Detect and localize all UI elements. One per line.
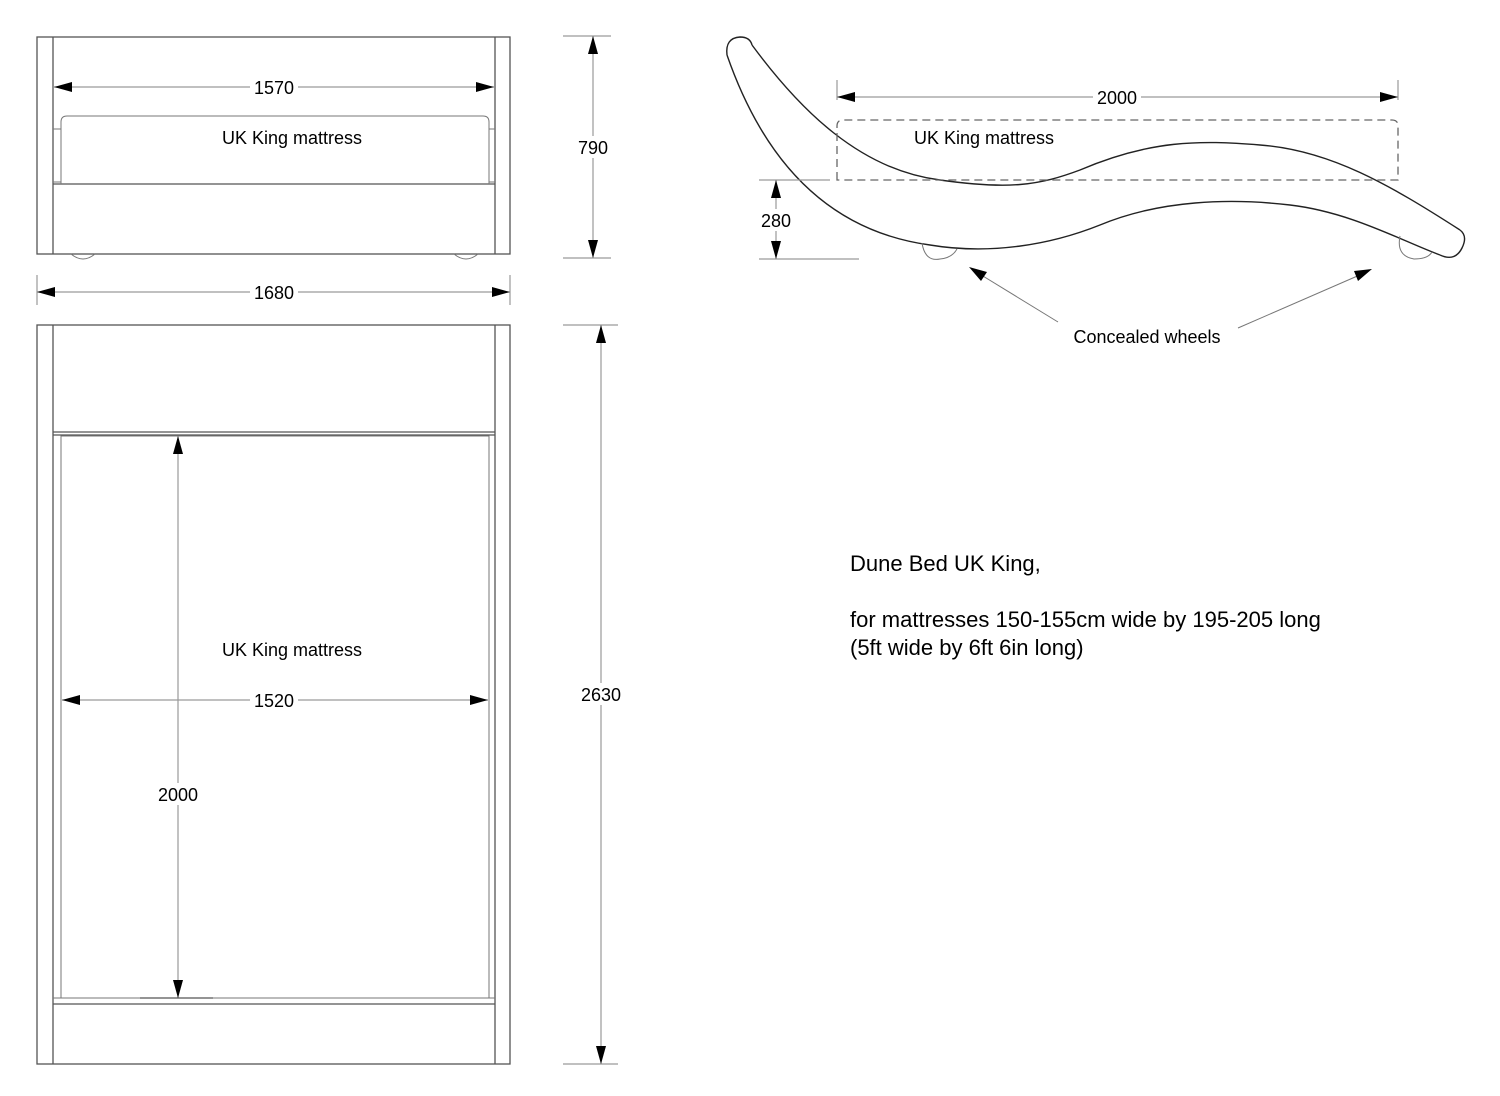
product-notes: Dune Bed UK King, for mattresses 150-155… (850, 550, 1321, 662)
bed-top-curve (751, 44, 1461, 231)
front-wheel-left (70, 253, 96, 260)
dim-text-1570: 1570 (254, 78, 294, 98)
dim-text-2630: 2630 (581, 685, 621, 705)
arrow-down-icon (173, 980, 183, 998)
wheel-left-icon (921, 242, 958, 260)
arrow-right-icon (476, 82, 494, 92)
arrow-right-icon (1380, 92, 1398, 102)
arrow-down-icon (771, 241, 781, 259)
front-mattress-label: UK King mattress (222, 128, 362, 148)
arrow-leader-right-icon (1354, 269, 1372, 281)
dim-text-790: 790 (578, 138, 608, 158)
arrow-up-icon (588, 36, 598, 54)
arrow-leader-left-icon (969, 267, 987, 281)
dim-text-280: 280 (761, 211, 791, 231)
side-mattress-outline (836, 119, 1399, 181)
wheel-right-icon (1398, 235, 1433, 260)
side-view: UK King mattress 2000 280 Concealed whee… (726, 36, 1466, 347)
leader-line-right (1237, 273, 1363, 329)
dim-text-2000-side: 2000 (1097, 88, 1137, 108)
top-mattress-outline (60, 435, 490, 999)
dim-text-1680: 1680 (254, 283, 294, 303)
wheels-label: Concealed wheels (1073, 327, 1220, 347)
top-view: UK King mattress 1520 2000 2630 (36, 324, 625, 1065)
bed-bottom-curve (726, 54, 1441, 256)
arrow-left-icon (54, 82, 72, 92)
arrow-left-icon (62, 695, 80, 705)
arrow-up-icon (173, 436, 183, 454)
arrow-up-icon (771, 180, 781, 198)
leader-line-left (977, 272, 1059, 323)
front-view: 1570 UK King mattress 790 1680 (36, 35, 613, 305)
side-mattress-label: UK King mattress (914, 128, 1054, 148)
arrow-down-icon (588, 240, 598, 258)
front-mattress-outline (60, 115, 490, 184)
arrow-down-icon (596, 1046, 606, 1064)
notes-line-1: for mattresses 150-155cm wide by 195-205… (850, 607, 1321, 632)
arrow-up-icon (596, 325, 606, 343)
front-frame-outline (36, 36, 511, 255)
notes-title: Dune Bed UK King, (850, 551, 1041, 576)
top-mattress-label: UK King mattress (222, 640, 362, 660)
dim-text-2000-top: 2000 (158, 785, 198, 805)
dim-text-1520: 1520 (254, 691, 294, 711)
notes-line-2: (5ft wide by 6ft 6in long) (850, 635, 1084, 660)
bed-head-end (726, 36, 753, 56)
front-wheel-right (453, 253, 479, 260)
arrow-left-icon (837, 92, 855, 102)
top-frame-outline (36, 324, 511, 1065)
arrow-right-icon (470, 695, 488, 705)
bed-foot-end (1439, 229, 1466, 258)
arrow-right-icon (492, 287, 510, 297)
arrow-left-icon (37, 287, 55, 297)
